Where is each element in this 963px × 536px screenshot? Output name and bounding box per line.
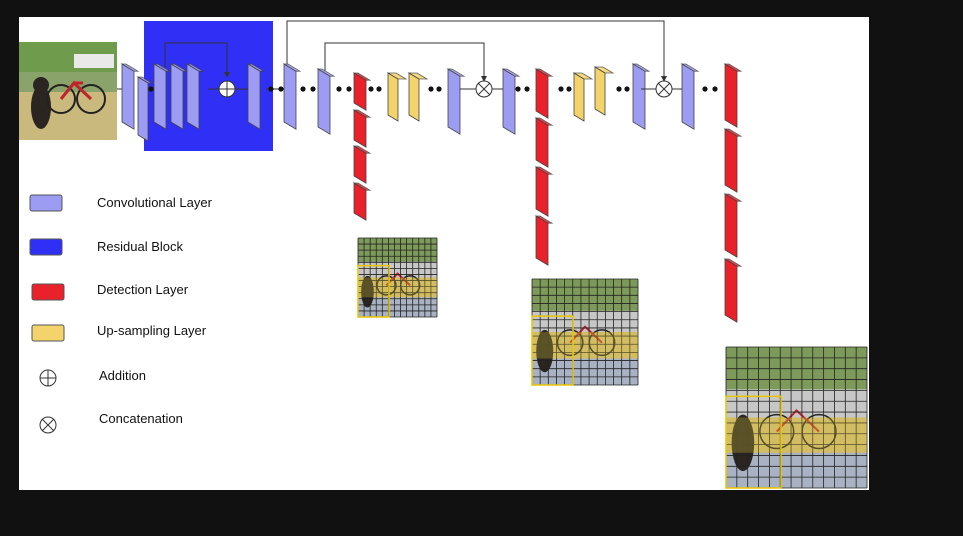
concatenation-icon bbox=[39, 416, 57, 434]
output-grid-large bbox=[725, 346, 868, 489]
output-grids bbox=[357, 237, 868, 489]
legend-label-upsampling: Up-sampling Layer bbox=[97, 323, 207, 338]
concatenation-icon bbox=[655, 80, 673, 98]
detection-layer bbox=[534, 166, 554, 217]
legend-label-detection: Detection Layer bbox=[97, 282, 189, 297]
legend-label-addition: Addition bbox=[99, 368, 146, 383]
detection-layer-swatch bbox=[31, 283, 65, 301]
yolov3-architecture-diagram: Convolutional Layer Residual Block Detec… bbox=[19, 17, 869, 490]
conv-layer bbox=[680, 63, 700, 130]
conv-layer bbox=[246, 63, 266, 130]
upsampling-layers bbox=[386, 66, 615, 122]
addition-icon bbox=[39, 369, 57, 387]
legend-label-concatenation: Concatenation bbox=[99, 411, 183, 426]
addition-icon bbox=[218, 80, 236, 98]
upsampling-layer bbox=[593, 66, 615, 116]
conv-layer-swatch bbox=[29, 194, 63, 212]
upsampling-layer bbox=[386, 72, 408, 122]
output-grid-medium bbox=[531, 278, 639, 386]
detection-layer bbox=[534, 68, 554, 119]
conv-layer bbox=[136, 76, 154, 142]
legend-swatches bbox=[29, 194, 65, 434]
conv-layers bbox=[120, 63, 700, 142]
upsampling-layer-swatch bbox=[31, 324, 65, 342]
pipeline-connectors bbox=[117, 86, 718, 92]
skip-connections bbox=[164, 20, 667, 82]
conv-layer bbox=[501, 68, 521, 135]
detection-layer bbox=[723, 258, 743, 323]
conv-layer bbox=[169, 63, 189, 130]
upsampling-layer bbox=[407, 72, 429, 122]
input-image bbox=[19, 42, 117, 140]
detection-layer bbox=[534, 215, 554, 266]
detection-layer bbox=[723, 128, 743, 193]
diagram-svg bbox=[19, 20, 868, 489]
detection-layer bbox=[352, 72, 372, 111]
legend-label-conv: Convolutional Layer bbox=[97, 195, 212, 210]
concatenation-icon bbox=[475, 80, 493, 98]
conv-layer bbox=[631, 63, 651, 130]
residual-block-swatch bbox=[29, 238, 63, 256]
detection-layer bbox=[352, 145, 372, 184]
detection-layer bbox=[352, 109, 372, 148]
detection-layer bbox=[534, 117, 554, 168]
detection-layer bbox=[723, 63, 743, 128]
detection-layer bbox=[723, 193, 743, 258]
upsampling-layer bbox=[572, 72, 594, 122]
detection-layer bbox=[352, 182, 372, 221]
legend-label-residual: Residual Block bbox=[97, 239, 183, 254]
conv-layer bbox=[316, 68, 336, 135]
conv-layer bbox=[185, 63, 205, 130]
conv-layer bbox=[282, 63, 302, 130]
output-grid-small bbox=[357, 237, 438, 318]
conv-layer bbox=[446, 68, 466, 135]
conv-layer bbox=[120, 63, 140, 130]
detection-layers bbox=[352, 63, 743, 323]
conv-layer bbox=[152, 63, 172, 130]
